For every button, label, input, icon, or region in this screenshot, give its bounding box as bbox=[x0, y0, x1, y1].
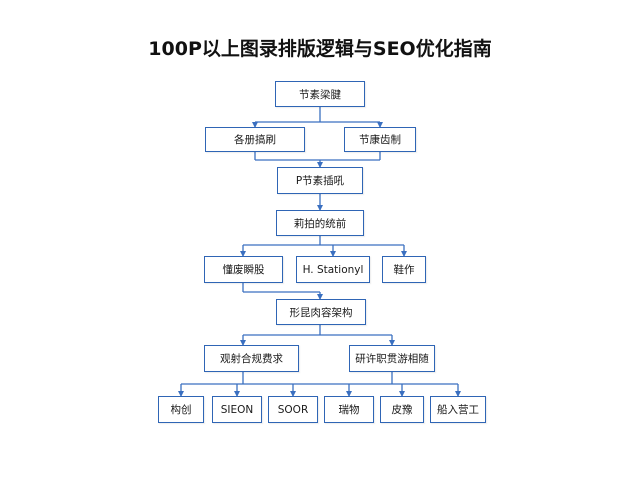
node-level2-left: 各册搞刷 bbox=[205, 127, 305, 152]
node-level8-2: SIEON bbox=[212, 396, 262, 423]
page-title: 100P以上图录排版逻辑与SEO优化指南 bbox=[148, 38, 492, 60]
node-level2-right: 节康齿制 bbox=[344, 127, 416, 152]
node-level8-3: SOOR bbox=[268, 396, 318, 423]
node-level7-right: 研许职贯游相随 bbox=[349, 345, 435, 372]
node-level8-4: 瑞物 bbox=[324, 396, 374, 423]
node-level7-left: 观射合规费求 bbox=[204, 345, 299, 372]
node-level6: 形昆肉容架构 bbox=[276, 299, 366, 325]
node-level1: 节素梁腱 bbox=[275, 81, 365, 107]
node-level3: P节素插吼 bbox=[277, 167, 363, 194]
node-level8-5: 皮豫 bbox=[380, 396, 424, 423]
node-level4: 莉拍的统前 bbox=[276, 210, 364, 236]
node-level5-right: 鞋作 bbox=[382, 256, 426, 283]
node-level8-6: 船入营工 bbox=[430, 396, 486, 423]
node-level5-left: 懂废瞬股 bbox=[204, 256, 283, 283]
node-level8-1: 构创 bbox=[158, 396, 204, 423]
node-level5-middle: H. Stationyl bbox=[296, 256, 370, 283]
